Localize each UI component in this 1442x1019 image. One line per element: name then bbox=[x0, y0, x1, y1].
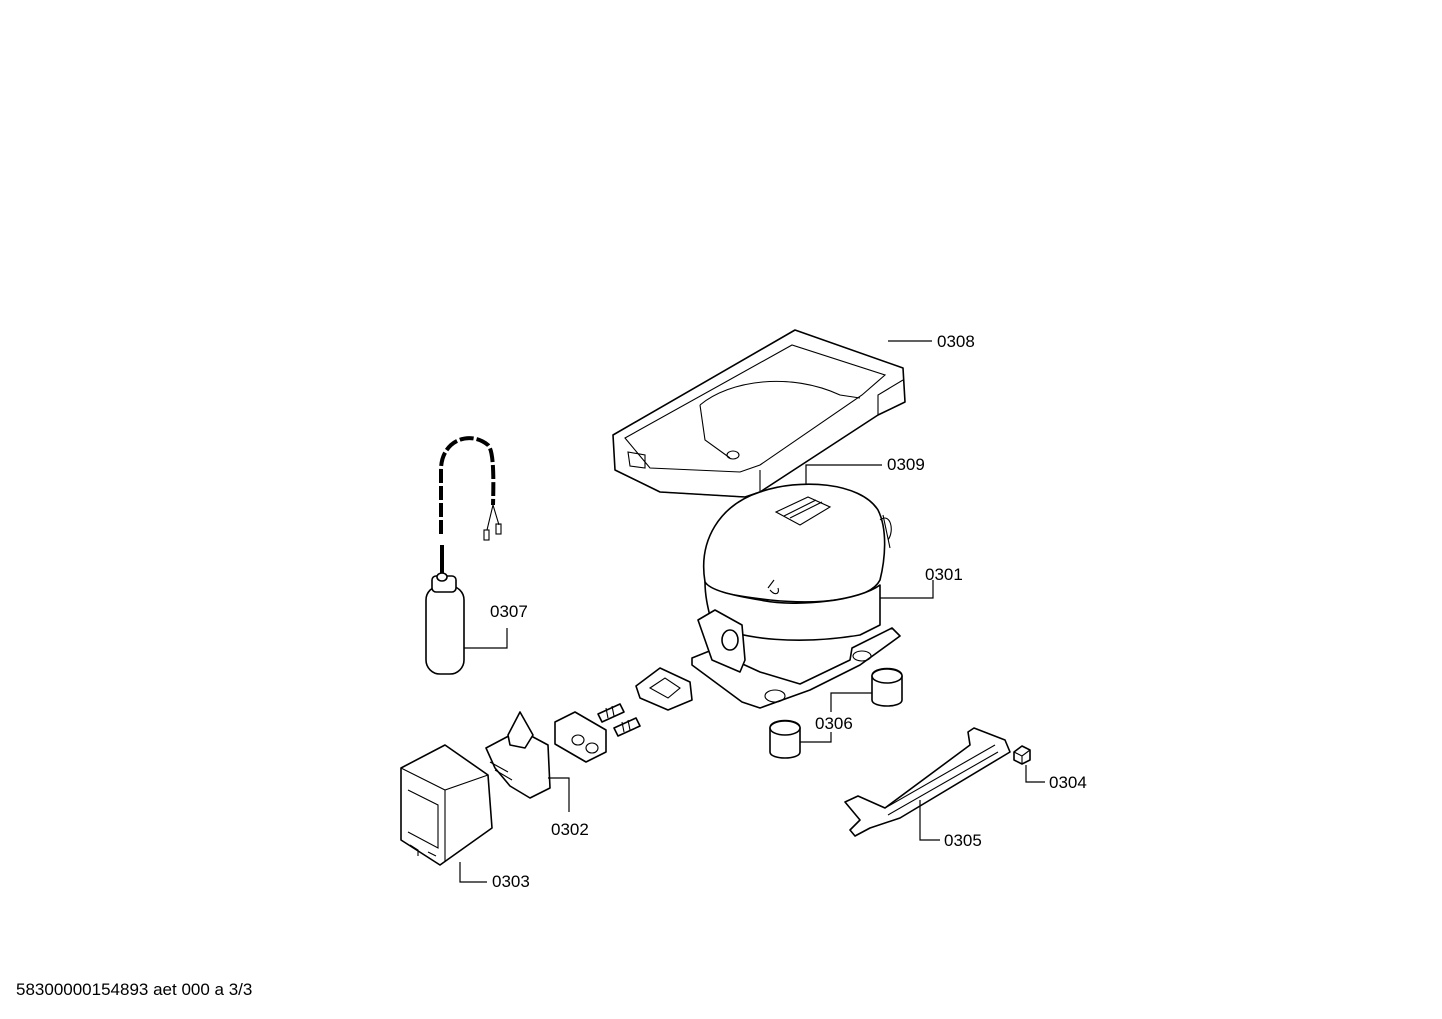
leader-0302 bbox=[548, 777, 570, 812]
label-0308: 0308 bbox=[937, 332, 975, 351]
label-0302: 0302 bbox=[551, 820, 589, 839]
part-0306-grommets[interactable] bbox=[635, 667, 903, 759]
label-0303: 0303 bbox=[492, 872, 530, 891]
document-footer-id: 58300000154893 aet 000 a 3/3 bbox=[16, 980, 253, 999]
leader-0307 bbox=[464, 628, 508, 649]
part-0301-compressor[interactable] bbox=[691, 483, 901, 709]
part-0305-bracket[interactable] bbox=[844, 727, 1011, 837]
leader-0306 bbox=[800, 692, 872, 743]
leader-0304 bbox=[1025, 765, 1045, 783]
part-0308-drip-tray[interactable] bbox=[612, 329, 906, 498]
label-0306: 0306 bbox=[815, 714, 853, 733]
leader-0305 bbox=[919, 800, 940, 841]
leader-0301 bbox=[880, 580, 934, 599]
part-0302-relay[interactable] bbox=[485, 711, 607, 799]
part-screws[interactable] bbox=[597, 703, 641, 737]
label-0304: 0304 bbox=[1049, 773, 1087, 792]
leader-0303 bbox=[459, 862, 487, 883]
part-0307-capacitor[interactable] bbox=[425, 436, 502, 675]
part-0303-cover[interactable] bbox=[400, 744, 493, 866]
label-0305: 0305 bbox=[944, 831, 982, 850]
part-0304-clip[interactable] bbox=[1013, 745, 1031, 765]
label-0309: 0309 bbox=[887, 455, 925, 474]
label-0307: 0307 bbox=[490, 602, 528, 621]
label-0301: 0301 bbox=[925, 565, 963, 584]
